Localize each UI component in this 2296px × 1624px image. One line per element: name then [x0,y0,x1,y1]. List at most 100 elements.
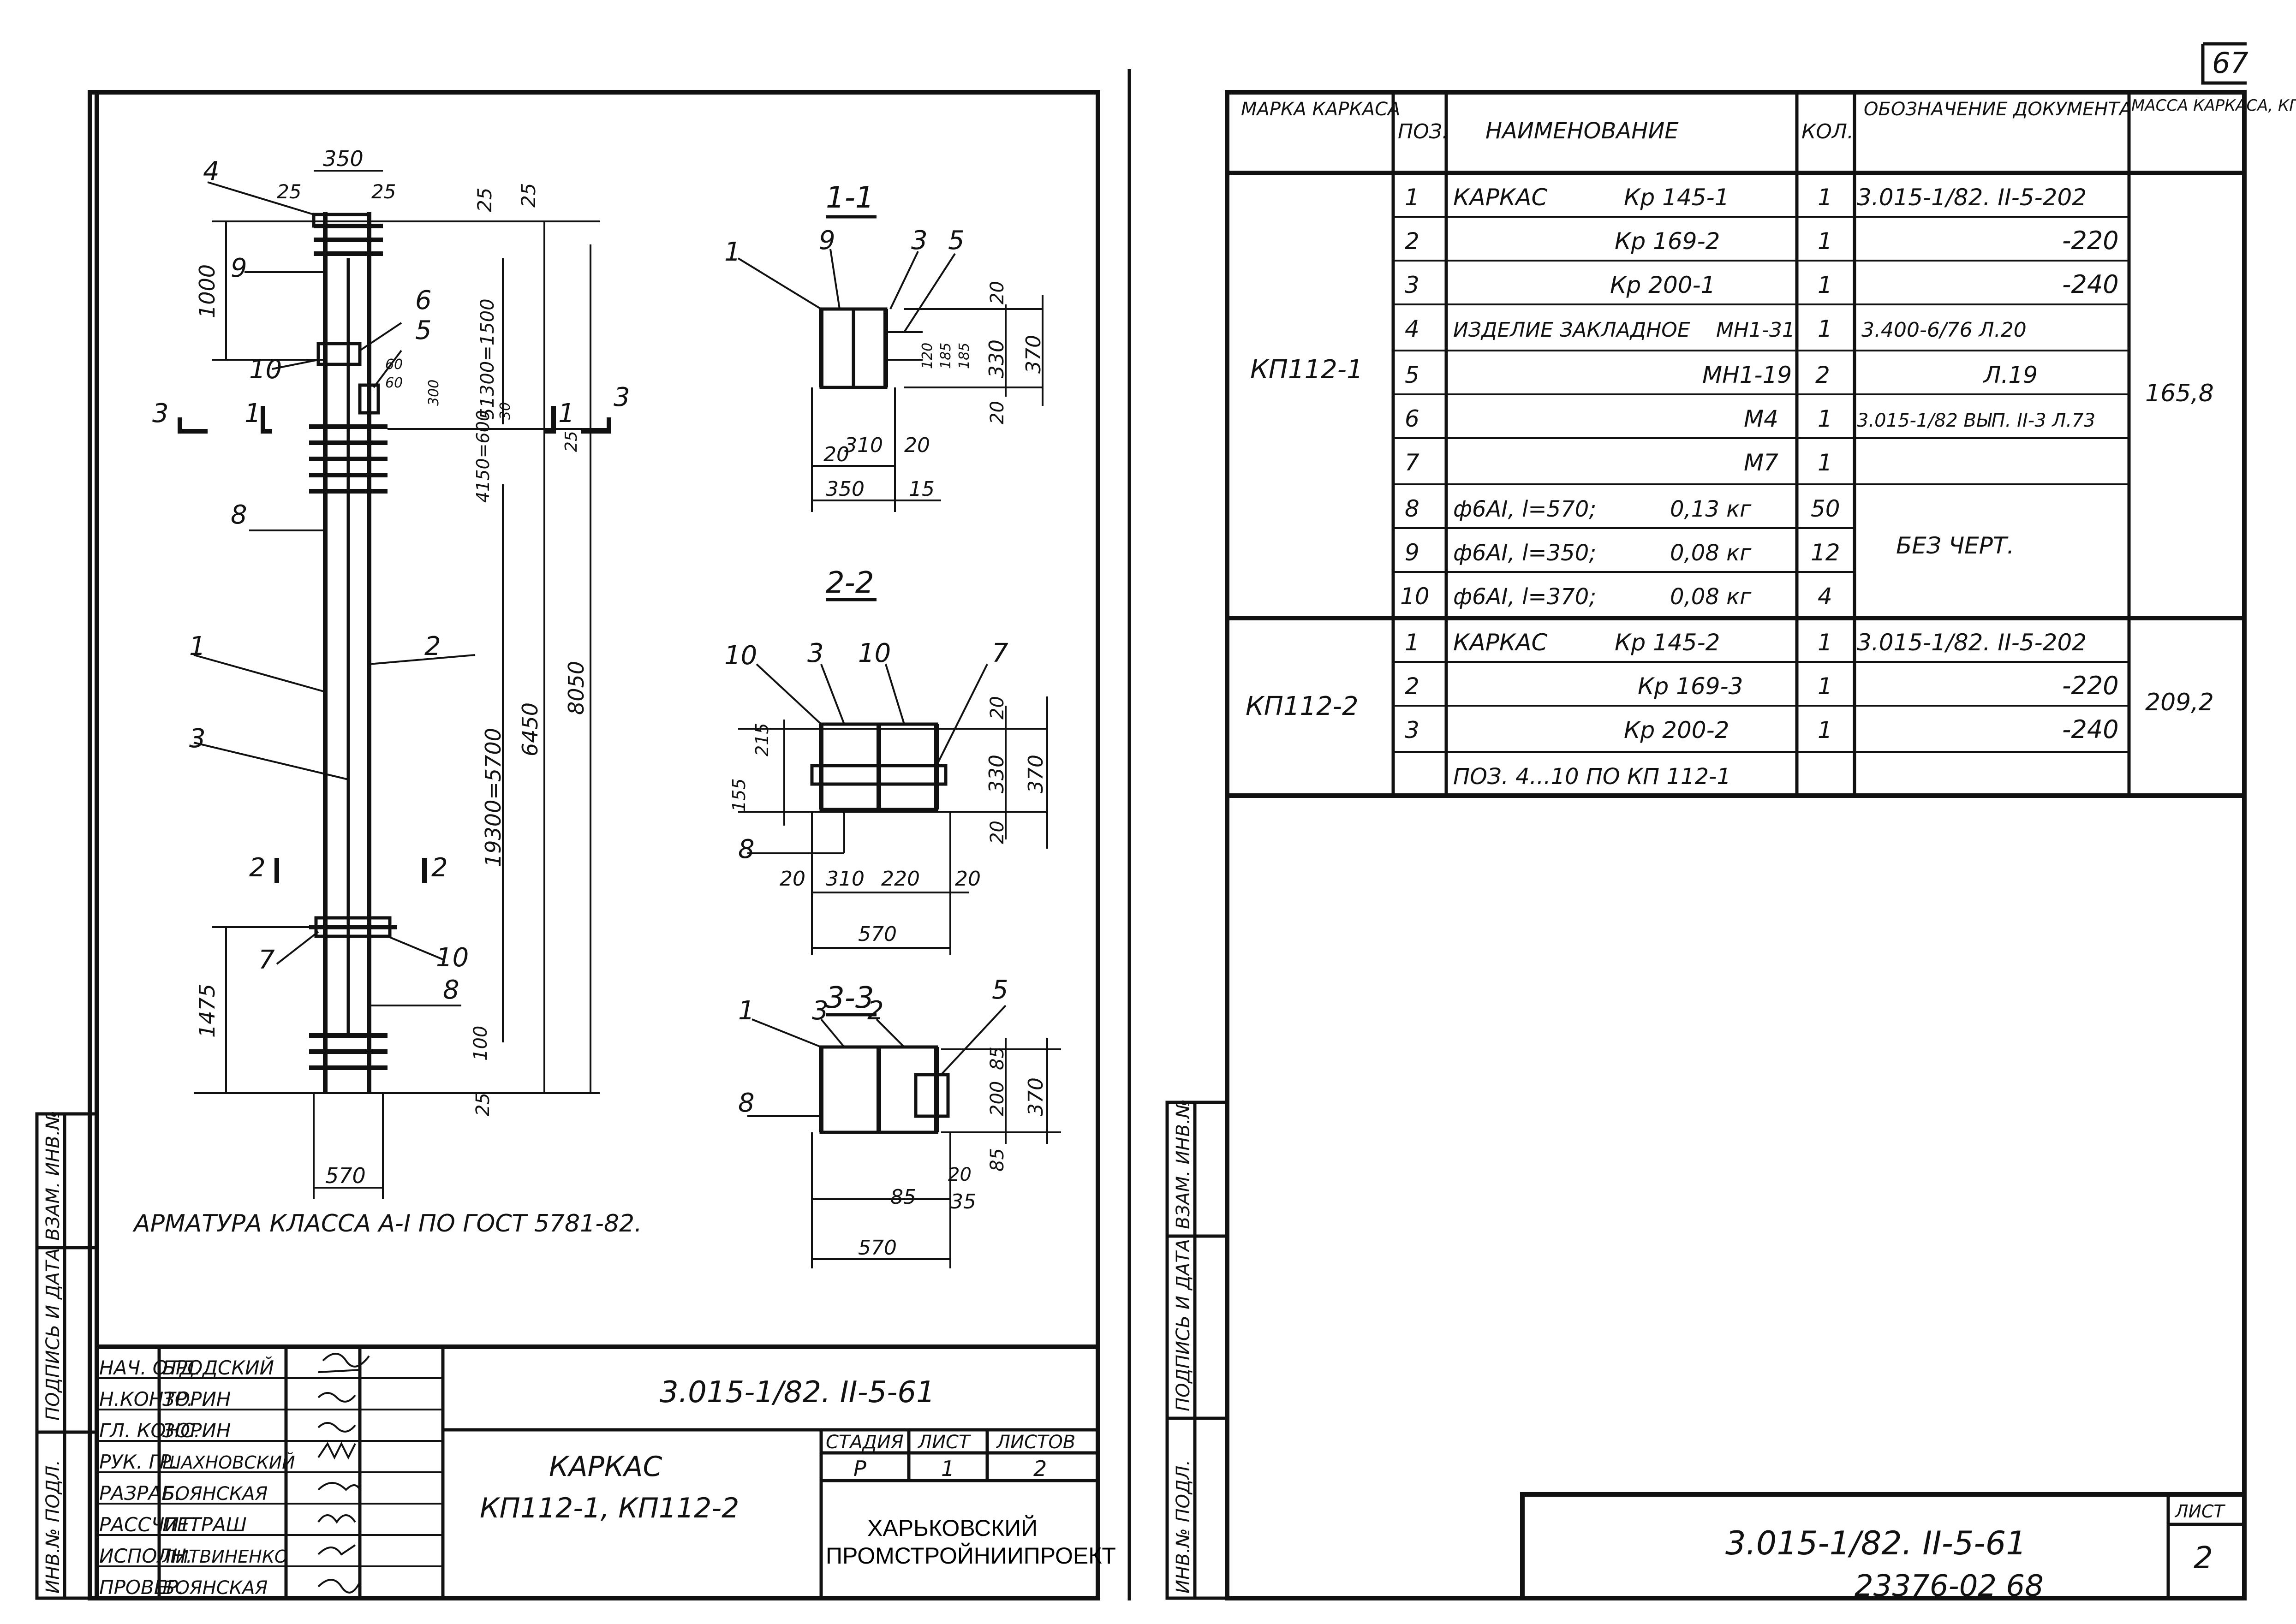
g2-pos-3: 3 [1405,717,1419,744]
title-line-2: КП112-1, КП112-2 [480,1492,739,1524]
s33-dim-370: 370 [1024,1077,1048,1116]
g2-footer-row: ПОЗ. 4...10 ПО КП 112-1 [1453,764,1731,790]
dim-570: 570 [325,1163,366,1188]
role-nach-otd: НАЧ. ОТД. [99,1356,201,1379]
g1-name-8: ф6АI, l=570; [1453,496,1596,522]
name-6: ПЕТРАШ [162,1513,247,1536]
s33-callout-1: 1 [738,996,755,1026]
org-line-1: ХАРЬКОВСКИЙ [867,1515,1038,1541]
role-prover: ПРОВЕР. [99,1576,184,1599]
s33-dim-35: 35 [950,1190,976,1214]
g1-name2-3: Кр 200-1 [1610,272,1715,298]
s33-dim-85a: 85 [987,1047,1008,1070]
name-3: ЗОРИН [162,1419,231,1442]
g1-name-4: ИЗДЕЛИЕ ЗАКЛАДНОЕ [1453,318,1690,342]
section-1-1-title: 1-1 [826,181,874,215]
g1-name2-5: МН1-19 [1702,362,1792,388]
s33-dim-20: 20 [948,1164,972,1185]
g1-doc-2: -220 [2062,226,2119,255]
s11-callout-5: 5 [948,226,965,256]
g2-doc-3: -240 [2062,715,2119,744]
callout-7: 7 [258,945,275,975]
g1-name2-8: 0,13 кг [1670,496,1752,522]
g1-doc-1: 3.015-1/82. II-5-202 [1857,184,2087,211]
s11-callout-1: 1 [724,237,741,267]
group2-mass: 209,2 [2145,689,2214,716]
s11-dim-20d: 20 [987,401,1008,424]
s22-dim-20c: 20 [987,696,1008,720]
s11-dim-350: 350 [826,477,865,501]
name-5: БОЯНСКАЯ [162,1483,268,1505]
section-marks [178,406,611,883]
dim-350: 350 [323,146,364,171]
s33-dim-200: 200 [987,1081,1008,1116]
g1-doc-4: 3.400-6/76 Л.20 [1861,318,2027,342]
reinforcement-note: АРМАТУРА КЛАССА А-I ПО ГОСТ 5781-82. [132,1210,642,1237]
callout-8: 8 [231,500,247,530]
dim-5x300: 51300=1500 [477,298,498,420]
g1-name2-9: 0,08 кг [1670,540,1752,566]
left-title-block [97,1344,1098,1598]
g1-name-1: КАРКАС [1453,184,1548,211]
s22-callout-8: 8 [738,834,755,864]
right-sheet-label: ЛИСТ [2174,1501,2226,1522]
section-2-2 [738,598,1048,955]
s22-dim-20a: 20 [780,867,805,891]
right-sheet-no: 2 [2194,1540,2213,1576]
g2-qty-1: 1 [1818,629,1832,656]
g1-name2-6: М4 [1744,405,1778,432]
dim-30: 30 [497,402,513,420]
name-4: ШАХНОВСКИЙ [162,1452,295,1473]
no-drawing-note: БЕЗ ЧЕРТ. [1896,532,2014,559]
g2-doc-1: 3.015-1/82. II-5-202 [1857,629,2087,656]
dim-100: 100 [470,1026,491,1061]
g2-doc-2: -220 [2062,671,2119,700]
g1-doc-3: -240 [2062,270,2119,299]
section-mark-1a: 1 [245,399,261,428]
g1-pos-8: 8 [1405,495,1419,522]
left-doc-code: 3.015-1/82. II-5-61 [660,1375,935,1410]
g1-pos-10: 10 [1400,583,1430,610]
g1-pos-4: 4 [1405,315,1419,342]
g1-name2-1: Кр 145-1 [1624,184,1729,211]
g1-qty-4: 1 [1818,315,1832,342]
s22-dim-310: 310 [826,867,865,891]
s11-dim-330: 330 [985,339,1008,378]
g1-pos-3: 3 [1405,272,1419,298]
g1-name-10: ф6АI, l=370; [1453,584,1596,610]
s11-dim-15: 15 [909,477,935,501]
g2-name2-2: Кр 169-3 [1638,673,1743,700]
s22-callout-7: 7 [992,638,1008,668]
g1-qty-1: 1 [1818,184,1832,211]
section-2-2-title: 2-2 [826,566,874,600]
dim-25a: 25 [277,180,301,203]
stage-value: Р [853,1456,866,1481]
g1-pos-1: 1 [1405,184,1419,211]
s11-dim-310: 310 [844,434,883,457]
header-qty: КОЛ. [1801,120,1854,143]
g1-qty-2: 1 [1818,228,1832,255]
s22-dim-330: 330 [985,755,1008,793]
g2-name2-1: Кр 145-2 [1615,629,1720,656]
g1-doc-5: Л.19 [1983,362,2038,388]
dim-25d: 25 [517,183,540,208]
org-line-2: ПРОМСТРОЙНИИПРОЕКТ [826,1542,1116,1569]
group2-mark: КП112-2 [1246,691,1359,721]
name-7: ЛИТВИНЕНКО [161,1547,288,1567]
s22-callout-10b: 10 [858,638,891,668]
s33-dim-85c: 85 [890,1185,916,1209]
dim-25f: 25 [562,431,581,452]
s22-callout-10a: 10 [724,641,757,671]
name-1: БРОДСКИЙ [162,1356,274,1379]
name-8: БОЯНСКАЯ [162,1577,268,1599]
section-3-3 [747,1005,1061,1268]
dim-8050: 8050 [564,661,589,715]
s33-callout-8: 8 [738,1088,755,1118]
dim-1000: 1000 [195,264,220,318]
callout-2: 2 [424,631,441,661]
header-name: НАИМЕНОВАНИЕ [1485,118,1679,144]
sheet-label: ЛИСТ [917,1432,972,1453]
section-mark-2a: 2 [249,853,266,883]
s33-callout-3: 3 [812,996,829,1026]
s11-dim-120: 120 [919,343,936,369]
